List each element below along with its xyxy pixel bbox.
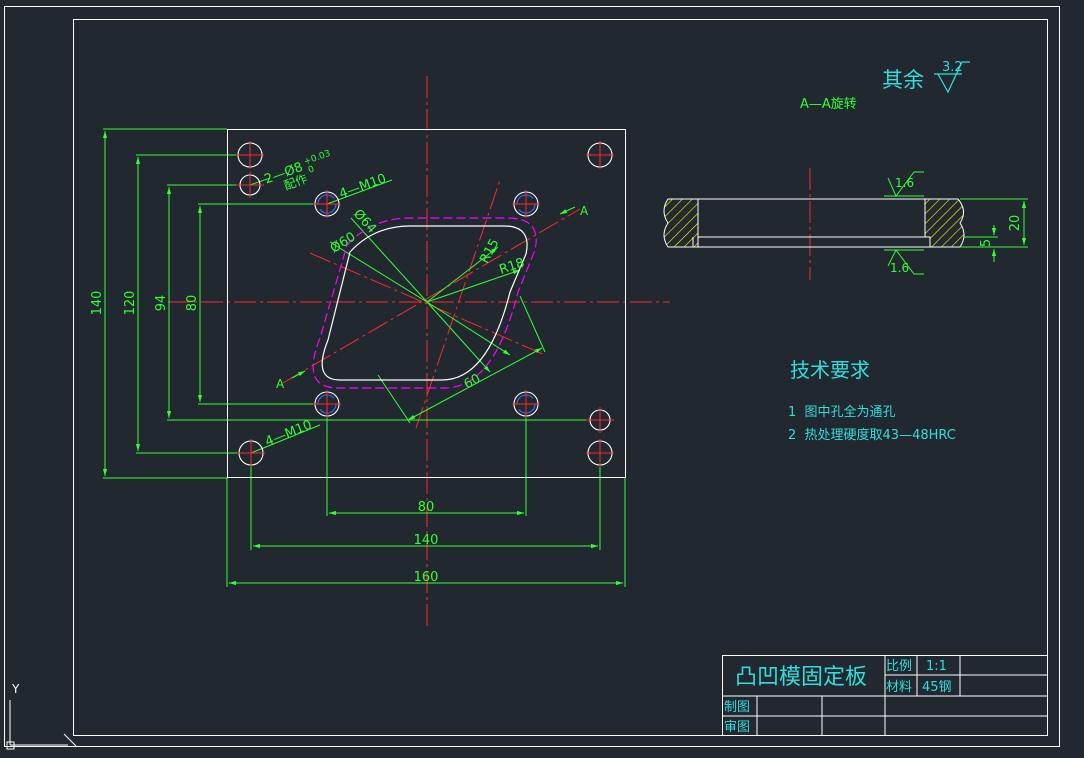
plan-dimension-lines (102, 128, 626, 587)
hole-center-marks (236, 141, 614, 467)
roughness-symbol (937, 61, 970, 94)
plan-view: 140 120 94 80 80 140 160 60 Ø64 Ø60 R15 … (90, 76, 670, 626)
dia-60-label: Ø60 (328, 230, 359, 257)
tech-requirements: 技术要求 1 图中孔全为通孔 2 热处理硬度取43—48HRC (788, 358, 956, 443)
ucs-y-label: Y (11, 682, 20, 696)
roughness-remaining-value: 3.2 (942, 60, 963, 75)
section-hatch-right (924, 198, 965, 248)
thread-callout-lower: 4—M10 (263, 418, 314, 450)
inner-frame (73, 19, 1048, 736)
dim-cavity-60: 60 (462, 371, 484, 392)
checked-label: 审图 (724, 720, 750, 735)
outer-frame (4, 6, 1060, 747)
dim-height-94: 94 (154, 295, 169, 312)
roughness-top-value: 1.6 (895, 176, 914, 190)
material-label: 材料 (886, 680, 912, 695)
title-block-texts: 凸凹模固定板 比例 1:1 材料 45钢 制图 审图 (724, 659, 952, 735)
dim-height-120: 120 (123, 291, 138, 316)
section-mark-a-top: A (580, 204, 589, 218)
radius-15-label: R15 (477, 237, 502, 267)
scale-value: 1:1 (926, 659, 947, 674)
section-dim-step: 5 (979, 239, 994, 247)
section-mark-a-bottom: A (276, 377, 285, 391)
part-name: 凸凹模固定板 (735, 665, 867, 690)
drawn-label: 制图 (724, 700, 750, 715)
plan-dimension-texts: 140 120 94 80 80 140 160 60 Ø64 Ø60 R15 … (90, 149, 589, 585)
material-value: 45钢 (922, 680, 952, 695)
cavity-offset-outline (312, 217, 537, 389)
roughness-bottom-value: 1.6 (890, 261, 909, 275)
scale-label: 比例 (886, 659, 912, 674)
tech-requirements-title: 技术要求 (790, 358, 870, 382)
ucs-icon (6, 700, 77, 750)
dowel-tolerance-upper: +0.03 (303, 149, 332, 168)
tech-requirement-item: 1 图中孔全为通孔 (788, 404, 896, 420)
holes (237, 142, 613, 466)
title-block (722, 655, 1048, 736)
thread-callout-upper: 4—M10 (337, 171, 388, 202)
section-view: 20 5 1.6 1.6 A—A旋转 (663, 97, 1028, 280)
roughness-remaining: 其余 3.2 (882, 60, 970, 94)
tech-requirement-item: 2 热处理硬度取43—48HRC (788, 427, 956, 443)
dim-height-total: 140 (90, 291, 105, 316)
dim-height-80: 80 (185, 295, 200, 312)
section-label: A—A旋转 (800, 97, 857, 112)
cavity-outline (321, 225, 528, 381)
dowel-tolerance-lower: 0 (307, 164, 316, 175)
plate-outline (227, 129, 626, 478)
section-dim-thickness: 20 (1008, 215, 1023, 232)
radius-18-label: R18 (497, 256, 526, 278)
section-hatch-left (663, 198, 699, 248)
roughness-remaining-label: 其余 (882, 68, 924, 92)
dim-width-total: 160 (414, 570, 439, 585)
dim-hole-span-inner: 80 (418, 500, 435, 515)
dim-hole-span-outer: 140 (414, 533, 439, 548)
